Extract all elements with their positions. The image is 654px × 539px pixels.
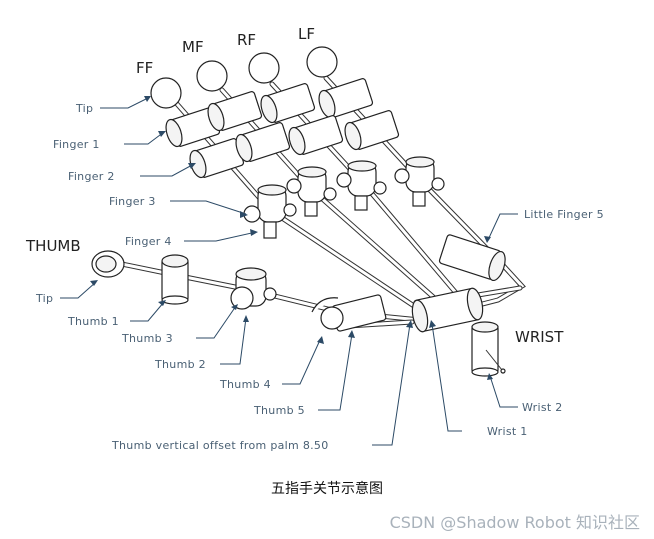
mf-knuckle-joint	[286, 166, 337, 217]
fingertips	[150, 46, 338, 109]
label-thumb2: Thumb 2	[154, 358, 206, 371]
label-wrist1: Wrist 1	[487, 425, 528, 438]
ff-tip-sphere	[150, 77, 182, 109]
mf-finger1-cylinder	[207, 91, 263, 132]
header-ff: FF	[136, 59, 153, 77]
label-tip: Tip	[75, 102, 93, 115]
header-rf: RF	[237, 31, 256, 49]
rf-finger1-cylinder	[260, 83, 316, 124]
lf-finger1-cylinder	[318, 78, 374, 119]
watermark: CSDN @Shadow Robot 知识社区	[389, 513, 640, 532]
header-mf: MF	[182, 38, 204, 56]
label-thumb5: Thumb 5	[253, 404, 305, 417]
figure-caption: 五指手关节示意图	[271, 481, 383, 497]
label-finger4: Finger 4	[125, 235, 172, 248]
ff-finger1-cylinder	[165, 107, 221, 148]
little-finger5-cylinder	[438, 234, 506, 282]
thumb-tip-disc	[91, 250, 125, 278]
rf-tip-sphere	[248, 52, 280, 84]
mf-finger2-cylinder	[235, 122, 291, 163]
ff-finger2-cylinder	[189, 138, 245, 179]
finger1-row	[165, 78, 374, 148]
label-thumb1: Thumb 1	[67, 315, 119, 328]
lf-knuckle-joint	[394, 156, 445, 207]
header-wrist: WRIST	[515, 328, 564, 346]
finger2-row	[189, 110, 400, 179]
lf-tip-sphere	[306, 46, 338, 78]
knuckle-joints	[243, 156, 445, 239]
rf-finger2-cylinder	[288, 115, 344, 156]
label-thumb-offset: Thumb vertical offset from palm 8.50	[111, 439, 329, 452]
ff-knuckle-joint	[243, 184, 297, 239]
label-thumb-tip: Tip	[35, 292, 53, 305]
leader-lines	[60, 96, 518, 446]
label-finger2: Finger 2	[68, 170, 115, 183]
label-thumb3: Thumb 3	[121, 332, 173, 345]
wrist2-cylinder	[471, 321, 506, 377]
thumb2-3-joint	[230, 267, 277, 310]
label-finger1: Finger 1	[53, 138, 100, 151]
wrist1-cylinder	[411, 287, 484, 333]
header-lf: LF	[298, 25, 315, 43]
thumb4-5-joint	[311, 294, 387, 332]
label-finger3: Finger 3	[109, 195, 156, 208]
label-wrist2: Wrist 2	[522, 401, 563, 414]
thumb1-cylinder	[161, 254, 189, 305]
label-thumb4: Thumb 4	[219, 378, 271, 391]
lf-finger2-cylinder	[344, 110, 400, 151]
label-little-finger5: Little Finger 5	[524, 208, 604, 221]
rf-knuckle-joint	[336, 160, 387, 211]
header-thumb: THUMB	[25, 237, 81, 255]
mf-tip-sphere	[196, 60, 228, 92]
